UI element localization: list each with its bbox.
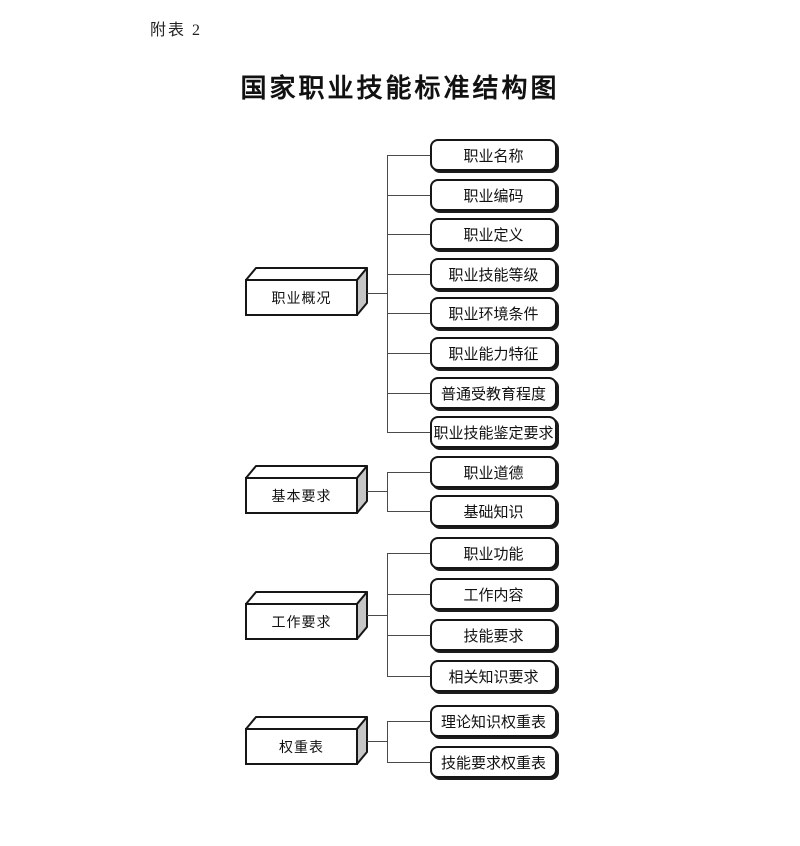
category-box: 职业概况 xyxy=(245,267,369,317)
connector-stub xyxy=(388,594,430,595)
connector-line-horizontal xyxy=(367,293,388,294)
item-box: 职业技能鉴定要求 xyxy=(430,416,557,448)
category-box-label: 权重表 xyxy=(279,740,324,756)
item-box: 职业能力特征 xyxy=(430,337,557,369)
item-box-label: 职业能力特征 xyxy=(448,346,539,363)
item-box-label: 职业定义 xyxy=(463,227,524,244)
connector-trunk xyxy=(387,721,388,763)
connector-stub xyxy=(388,274,430,275)
connector-stub xyxy=(388,353,430,354)
category-box: 基本要求 xyxy=(245,465,369,515)
item-box: 工作内容 xyxy=(430,578,557,610)
item-box: 职业功能 xyxy=(430,537,557,569)
connector-stub xyxy=(388,393,430,394)
item-box-label: 技能要求 xyxy=(463,628,524,645)
item-box-label: 基础知识 xyxy=(463,504,524,521)
connector-stub xyxy=(388,432,430,433)
item-box: 普通受教育程度 xyxy=(430,377,557,409)
connector-line-horizontal xyxy=(367,615,388,616)
connector-stub xyxy=(388,721,430,722)
item-box: 职业技能等级 xyxy=(430,258,557,290)
connector-trunk xyxy=(387,472,388,512)
connector-stub xyxy=(388,234,430,235)
item-box-label: 技能要求权重表 xyxy=(440,755,546,772)
connector-stub xyxy=(388,553,430,554)
connector-trunk xyxy=(387,553,388,677)
item-box-label: 职业编码 xyxy=(463,188,524,205)
item-box: 职业编码 xyxy=(430,179,557,211)
item-box-label: 职业环境条件 xyxy=(448,306,539,323)
item-box-label: 职业技能鉴定要求 xyxy=(433,425,554,442)
category-box-label: 基本要求 xyxy=(271,489,332,505)
item-box-label: 职业道德 xyxy=(463,465,524,482)
item-box: 职业道德 xyxy=(430,456,557,488)
item-box-label: 相关知识要求 xyxy=(448,669,539,686)
item-box-label: 理论知识权重表 xyxy=(440,714,546,731)
connector-trunk xyxy=(387,155,388,433)
connector-stub xyxy=(388,155,430,156)
connector-line-horizontal xyxy=(367,741,388,742)
item-box: 理论知识权重表 xyxy=(430,705,557,737)
category-box: 权重表 xyxy=(245,716,369,766)
item-box: 职业定义 xyxy=(430,218,557,250)
category-3d-box-shape xyxy=(245,591,369,641)
item-box-label: 职业功能 xyxy=(463,546,524,563)
item-box: 职业名称 xyxy=(430,139,557,171)
category-3d-box-shape xyxy=(245,267,369,317)
item-box: 职业环境条件 xyxy=(430,297,557,329)
connector-stub xyxy=(388,472,430,473)
connector-stub xyxy=(388,313,430,314)
category-3d-box-shape xyxy=(245,465,369,515)
item-box: 技能要求权重表 xyxy=(430,746,557,778)
connector-stub xyxy=(388,762,430,763)
item-box: 基础知识 xyxy=(430,495,557,527)
category-box-label: 工作要求 xyxy=(271,615,332,631)
category-box: 工作要求 xyxy=(245,591,369,641)
item-box-label: 职业名称 xyxy=(463,148,524,165)
item-box-label: 职业技能等级 xyxy=(448,267,539,284)
item-box-label: 工作内容 xyxy=(463,587,524,604)
category-3d-box-shape xyxy=(245,716,369,766)
connector-stub xyxy=(388,635,430,636)
connector-stub xyxy=(388,676,430,677)
connector-stub xyxy=(388,511,430,512)
appendix-note: 附表 2 xyxy=(150,22,203,39)
item-box: 技能要求 xyxy=(430,619,557,651)
connector-line-horizontal xyxy=(367,491,388,492)
diagram-title: 国家职业技能标准结构图 xyxy=(240,74,560,103)
item-box: 相关知识要求 xyxy=(430,660,557,692)
connector-stub xyxy=(388,195,430,196)
category-box-label: 职业概况 xyxy=(271,291,332,307)
item-box-label: 普通受教育程度 xyxy=(440,386,546,403)
